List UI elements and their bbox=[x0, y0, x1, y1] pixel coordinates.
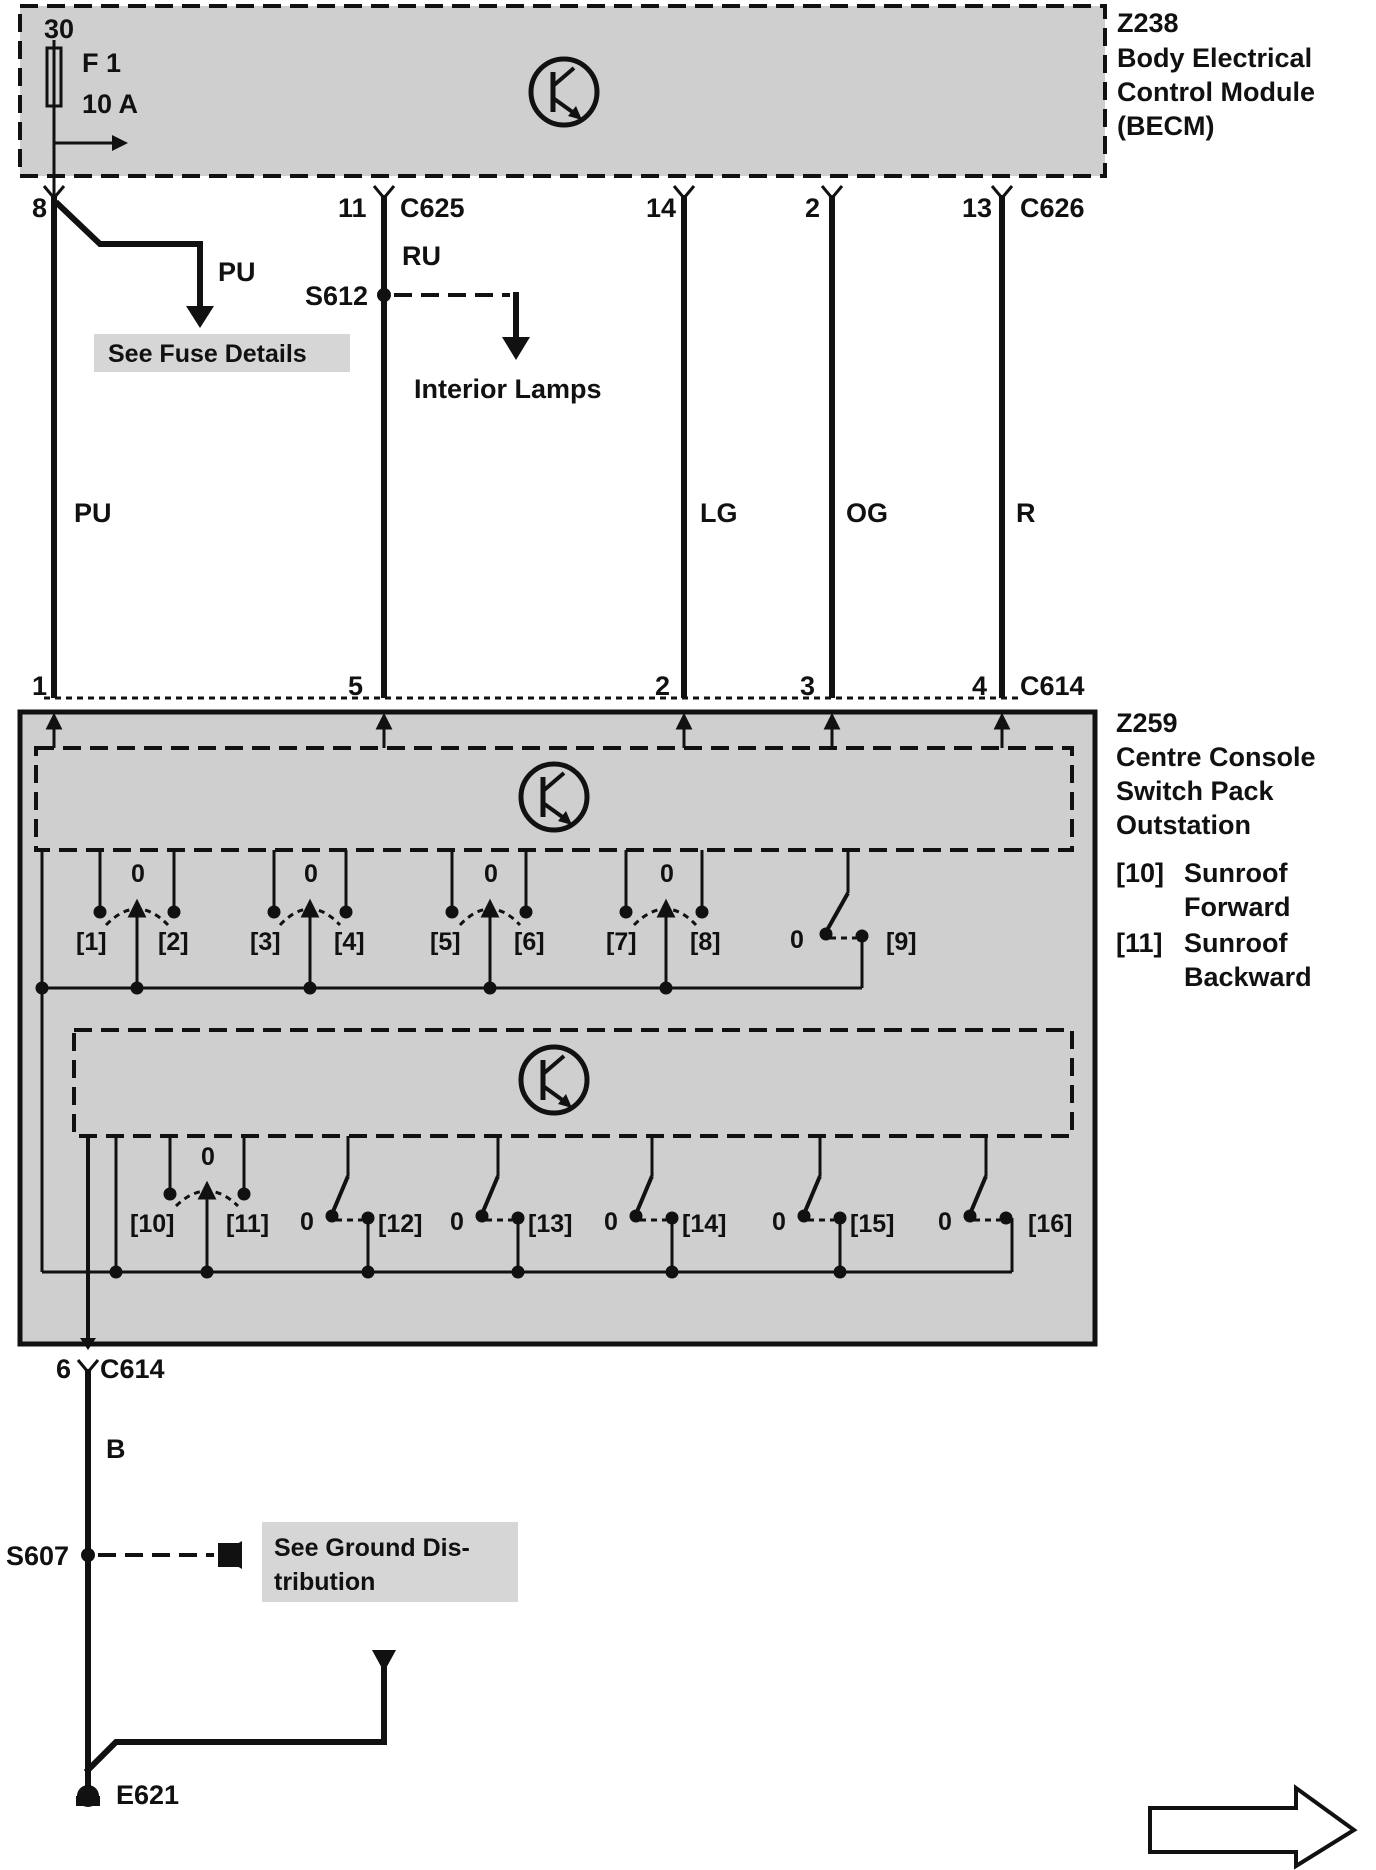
zero-labels: 0 0 0 0 0 0 0 0 0 0 0 bbox=[131, 860, 952, 1236]
zero-label: 0 bbox=[938, 1208, 952, 1236]
zero-label: 0 bbox=[790, 926, 804, 954]
console-module bbox=[17, 709, 1098, 1347]
zero-label: 0 bbox=[660, 860, 674, 888]
becm-connector-pins: 8 11 14 2 13 C625 C626 bbox=[32, 185, 1085, 223]
zero-label: 0 bbox=[772, 1208, 786, 1236]
transistor-icon bbox=[528, 56, 600, 128]
console-pin-label: 2 bbox=[655, 671, 670, 701]
legend-key: [11] bbox=[1116, 928, 1163, 958]
see-fuse-details-ref: See Fuse Details bbox=[108, 340, 307, 368]
interior-lamps-ref: Interior Lamps bbox=[414, 374, 602, 404]
switch-label: [5] bbox=[430, 928, 461, 956]
zero-label: 0 bbox=[131, 860, 145, 888]
legend-text-line2: Backward bbox=[1184, 962, 1312, 992]
zero-label: 0 bbox=[604, 1208, 618, 1236]
legend-key: [10] bbox=[1116, 858, 1164, 888]
becm-name-line3: (BECM) bbox=[1117, 111, 1214, 141]
console-pin-label: 3 bbox=[800, 671, 815, 701]
switch-label: [15] bbox=[850, 1210, 894, 1238]
console-name-line1: Centre Console bbox=[1116, 742, 1316, 772]
wire-color-ru: RU bbox=[402, 241, 441, 271]
switch-label: [1] bbox=[76, 928, 107, 956]
console-id: Z259 bbox=[1116, 708, 1178, 738]
legend-text-line2: Forward bbox=[1184, 892, 1291, 922]
zero-label: 0 bbox=[450, 1208, 464, 1236]
switch-label: [8] bbox=[690, 928, 721, 956]
switch-label: [12] bbox=[378, 1210, 422, 1238]
switch-label: [3] bbox=[250, 928, 281, 956]
transistor-icon bbox=[518, 761, 590, 833]
switch-label: [11] bbox=[226, 1210, 269, 1238]
main-wires bbox=[51, 195, 1005, 698]
console-connector-pins: 1 5 2 3 4 C614 bbox=[32, 671, 1085, 701]
becm-pin-label: 8 bbox=[32, 193, 47, 223]
connector-c614-label: C614 bbox=[1020, 671, 1085, 701]
becm-pin-label: 14 bbox=[646, 193, 676, 223]
becm-pin-label: 11 bbox=[338, 193, 367, 223]
connector-c625-label: C625 bbox=[400, 193, 465, 223]
fuse-pin-label: 30 bbox=[44, 14, 74, 44]
ground-pin-label: 6 bbox=[56, 1354, 71, 1384]
switch-label: [7] bbox=[606, 928, 637, 956]
switch-label: [9] bbox=[886, 928, 917, 956]
switch-legend: [10] Sunroof Forward [11] Sunroof Backwa… bbox=[1116, 858, 1312, 992]
switch-label: [4] bbox=[334, 928, 365, 956]
switch-label: [14] bbox=[682, 1210, 726, 1238]
connector-c626-label: C626 bbox=[1020, 193, 1085, 223]
becm-name-line2: Control Module bbox=[1117, 77, 1315, 107]
zero-label: 0 bbox=[304, 860, 318, 888]
wire-color-lg: LG bbox=[700, 498, 738, 528]
legend-text-line1: Sunroof bbox=[1184, 858, 1288, 888]
console-name-line2: Switch Pack bbox=[1116, 776, 1275, 806]
see-ground-ref-line2: tribution bbox=[274, 1568, 375, 1596]
becm-name-line1: Body Electrical bbox=[1117, 43, 1312, 73]
console-pin-label: 5 bbox=[348, 671, 363, 701]
next-page-arrow-icon[interactable] bbox=[1148, 1784, 1358, 1870]
console-pin-label: 4 bbox=[972, 671, 987, 701]
zero-label: 0 bbox=[484, 860, 498, 888]
wire-color-b: B bbox=[106, 1434, 126, 1464]
legend-text-line1: Sunroof bbox=[1184, 928, 1288, 958]
becm-id: Z238 bbox=[1117, 8, 1179, 38]
wire-color-og: OG bbox=[846, 498, 888, 528]
fuse-rating-label: 10 A bbox=[82, 89, 138, 119]
zero-label: 0 bbox=[201, 1143, 215, 1171]
console-name-line3: Outstation bbox=[1116, 810, 1251, 840]
fuse-name-label: F 1 bbox=[82, 48, 121, 78]
ground-wiring bbox=[76, 1338, 396, 1807]
switch-label: [16] bbox=[1028, 1210, 1072, 1238]
switch-label: [2] bbox=[158, 928, 189, 956]
transistor-icon bbox=[518, 1044, 590, 1116]
wire-color-pu: PU bbox=[74, 498, 112, 528]
switch-label: [10] bbox=[130, 1210, 174, 1238]
switch-labels: [1] [2] [3] [4] [5] [6] [7] [8] [9] [10]… bbox=[76, 928, 1072, 1238]
console-pin-label: 1 bbox=[32, 671, 47, 701]
switch-label: [6] bbox=[514, 928, 545, 956]
wire-color-r: R bbox=[1016, 498, 1036, 528]
becm-module: 30 F 1 10 A bbox=[18, 4, 1107, 195]
becm-pin-label: 2 bbox=[805, 193, 820, 223]
splice-s612-label: S612 bbox=[305, 281, 368, 311]
switch-label: [13] bbox=[528, 1210, 572, 1238]
wire-color-pu-branch: PU bbox=[218, 257, 256, 287]
zero-label: 0 bbox=[300, 1208, 314, 1236]
ground-point-label: E621 bbox=[116, 1780, 179, 1810]
connector-c614-ground-label: C614 bbox=[100, 1354, 165, 1384]
ground-icon bbox=[76, 1785, 100, 1807]
splice-s607-label: S607 bbox=[6, 1541, 69, 1571]
becm-pin-label: 13 bbox=[962, 193, 992, 223]
see-ground-ref-line1: See Ground Dis- bbox=[274, 1534, 470, 1562]
